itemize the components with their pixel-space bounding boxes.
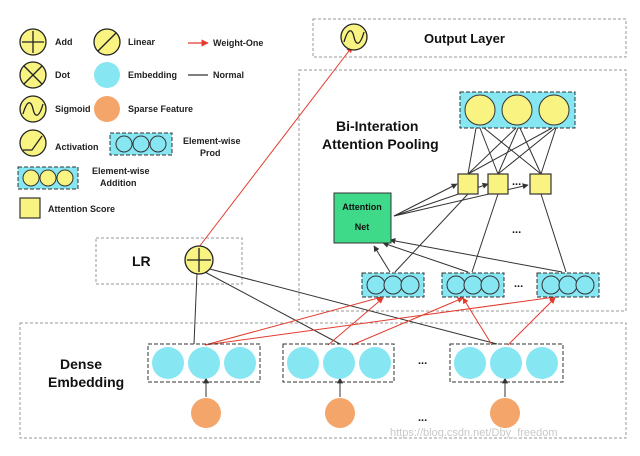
attention-score-3 <box>529 173 552 195</box>
pooled-vector <box>459 91 576 129</box>
attention-net-label-line1: Attention <box>342 202 382 212</box>
edge-prod3-to-score3 <box>540 193 567 273</box>
linear-icon <box>93 28 121 56</box>
output-layer-box <box>312 18 627 58</box>
attention-net-label-line2: Net <box>355 222 370 232</box>
legend-activation-label: Activation <box>55 142 99 152</box>
legend-sigmoid-label: Sigmoid <box>55 104 91 114</box>
sigmoid-icon <box>19 95 47 123</box>
dense-embedding-1 <box>147 343 261 383</box>
bi-interaction-box <box>298 69 627 312</box>
attention-net: Attention Net <box>333 192 392 244</box>
dense-embedding-3 <box>449 343 564 383</box>
edge-score2-to-pool-b <box>497 127 519 175</box>
edge-emb2-to-prod1 <box>327 297 384 346</box>
dot-product-icon <box>19 61 47 89</box>
sparse-ellipsis: ... <box>418 412 427 424</box>
legend-prod-label-line1: Element-wise <box>183 136 241 146</box>
edge-emb3-to-prod2 <box>462 297 493 346</box>
legend-attention-score-label: Attention Score <box>48 204 115 214</box>
edge-emb1-to-prod1 <box>204 295 383 346</box>
legend-addition-label-line2: Addition <box>100 178 137 188</box>
pairwise-product-3 <box>536 272 600 298</box>
watermark: https://blog.csdn.net/Dby_freedom <box>390 427 558 439</box>
legend-addition-label-line1: Element-wise <box>92 166 150 176</box>
edge-prod1-to-attention <box>373 245 391 273</box>
legend-add-label: Add <box>55 37 73 47</box>
lr-add-icon <box>184 245 214 275</box>
legend-normal-label: Normal <box>213 70 244 80</box>
dense-embedding-box <box>19 322 627 439</box>
add-icon <box>19 28 47 56</box>
legend-dot-label: Dot <box>55 70 70 80</box>
lr-title: LR <box>132 253 151 269</box>
attention-score-icon <box>19 197 41 219</box>
attention-score-2 <box>487 173 509 195</box>
bi-interaction-title-line1: Bi-Interation <box>336 118 418 134</box>
legend: Add Dot Sigmoid Activation Element-wise <box>17 28 263 219</box>
legend-linear-label: Linear <box>128 37 156 47</box>
edge-score2-to-pool-c <box>497 127 556 175</box>
edge-score3-to-pool-b <box>519 127 542 175</box>
edge-score1-to-pool-c <box>467 127 553 175</box>
edge-score3-to-pool-a <box>483 127 542 175</box>
container-boxes: Output Layer Bi-Interation Attention Poo… <box>19 18 627 439</box>
edge-prod2-to-score2 <box>471 193 499 273</box>
activation-icon <box>19 129 47 157</box>
attention-edge-ellipsis: ... <box>512 224 521 236</box>
edge-prod2-to-attention <box>382 241 469 273</box>
sparse-feature-2 <box>325 398 355 428</box>
pairwise-product-1 <box>361 272 425 298</box>
legend-embedding-label: Embedding <box>128 70 177 80</box>
edge-emb3-to-prod3 <box>507 297 556 346</box>
edge-score1-to-pool-b <box>467 127 517 175</box>
attention-score-1 <box>457 173 479 195</box>
edge-emb1-to-prod3 <box>204 294 556 346</box>
legend-prod-label-line2: Prod <box>200 148 221 158</box>
edge-emb3-to-lr <box>205 267 498 345</box>
sparse-feature-icon <box>94 96 120 122</box>
pairwise-product-2 <box>441 272 505 298</box>
edge-attention-to-score1 <box>393 183 458 217</box>
output-sigmoid-icon <box>340 23 368 51</box>
edge-score2-to-pool-a <box>479 127 499 175</box>
dense-embedding-title-line1: Dense <box>60 356 102 372</box>
legend-weight-one-label: Weight-One <box>213 38 263 48</box>
edge-score3-to-pool-c <box>540 127 557 175</box>
element-wise-prod-icon <box>109 132 173 156</box>
edge-prod1-to-score1 <box>394 193 469 273</box>
sparse-feature-1 <box>191 398 221 428</box>
edge-prod3-to-attention <box>389 238 563 273</box>
output-layer-title: Output Layer <box>424 31 505 46</box>
legend-sparse-feature-label: Sparse Feature <box>128 104 193 114</box>
score-ellipsis: ... <box>512 176 521 188</box>
edge-lr-to-output <box>198 46 353 248</box>
embedding-ellipsis: ... <box>418 355 427 367</box>
element-wise-addition-icon <box>17 166 79 190</box>
edge-emb2-to-lr <box>202 270 341 345</box>
dense-embedding-title-line2: Embedding <box>48 374 124 390</box>
edge-emb1-to-lr <box>193 272 198 345</box>
edge-score1-to-pool-a <box>467 127 477 175</box>
product-ellipsis: ... <box>514 278 523 290</box>
edge-emb2-to-prod2 <box>351 297 464 346</box>
bi-interaction-title-line2: Attention Pooling <box>322 136 439 152</box>
lr-box <box>95 237 243 285</box>
embedding-icon <box>94 62 120 88</box>
sparse-feature-3 <box>490 398 520 428</box>
dense-embedding-2 <box>282 343 395 383</box>
